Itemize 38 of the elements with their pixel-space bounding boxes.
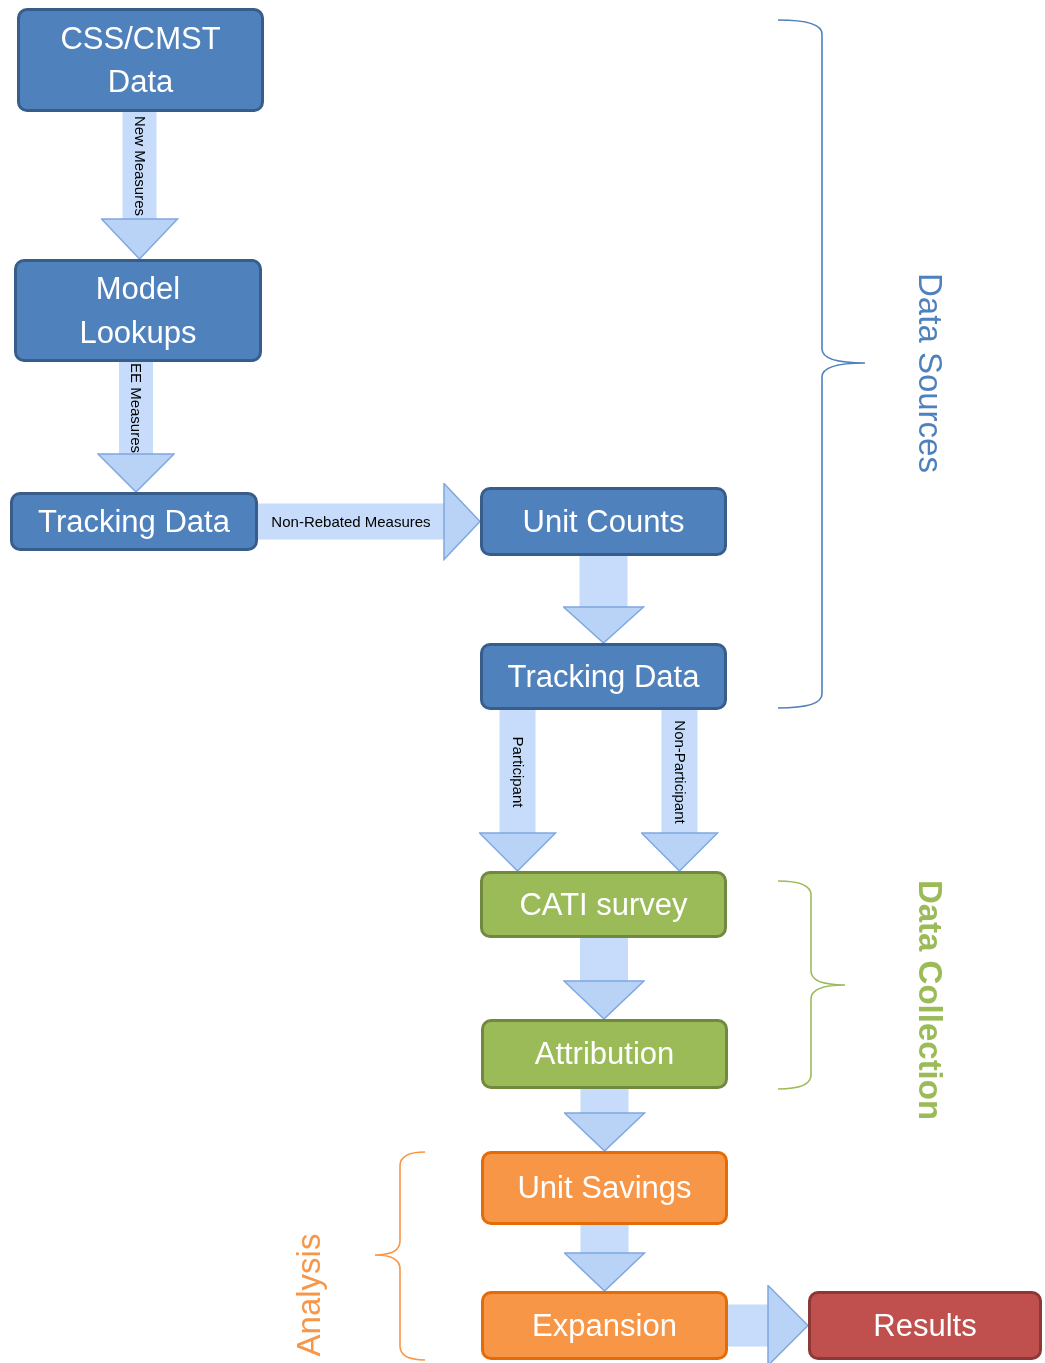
- block-arrow: [258, 482, 481, 561]
- section-label: Data Collection: [913, 879, 947, 1121]
- block-arrow: [100, 112, 179, 260]
- box-label: Unit Savings: [517, 1169, 692, 1208]
- process-box: [480, 871, 727, 938]
- box-label: Attribution: [534, 1035, 675, 1074]
- process-box: [481, 1019, 728, 1089]
- block-arrow: [563, 1225, 646, 1292]
- process-box: [17, 8, 264, 112]
- box-label: Model Lookups: [78, 270, 198, 352]
- block-arrow: [97, 362, 175, 493]
- edge-label: Non-Participant: [671, 719, 688, 824]
- process-box: [481, 1291, 728, 1360]
- process-box: [480, 643, 727, 710]
- edge-label: Participant: [509, 736, 526, 807]
- block-arrow: [728, 1284, 809, 1363]
- box-label: CSS/CMST Data: [59, 19, 222, 101]
- edge-label: EE Measures: [127, 363, 145, 453]
- block-arrow: [562, 556, 645, 644]
- process-box: [481, 1151, 728, 1225]
- process-box: [480, 487, 727, 556]
- block-arrow: [640, 710, 719, 872]
- process-box: [14, 259, 262, 362]
- section-label: Analysis: [291, 1233, 325, 1357]
- box-label: Tracking Data: [507, 657, 700, 696]
- block-arrow: [563, 1089, 646, 1152]
- box-label: Tracking Data: [38, 502, 230, 541]
- box-label: Expansion: [532, 1306, 677, 1345]
- box-label: Results: [873, 1306, 977, 1345]
- edge-label: Non-Rebated Measures: [271, 513, 431, 530]
- process-box: [10, 492, 258, 551]
- section-label: Data Sources: [913, 273, 947, 473]
- process-box: [808, 1291, 1042, 1360]
- box-label: CATI survey: [519, 885, 688, 924]
- box-label: Unit Counts: [522, 502, 685, 541]
- block-arrow: [563, 938, 645, 1020]
- block-arrow: [478, 710, 557, 872]
- edge-label: New Measures: [131, 115, 148, 216]
